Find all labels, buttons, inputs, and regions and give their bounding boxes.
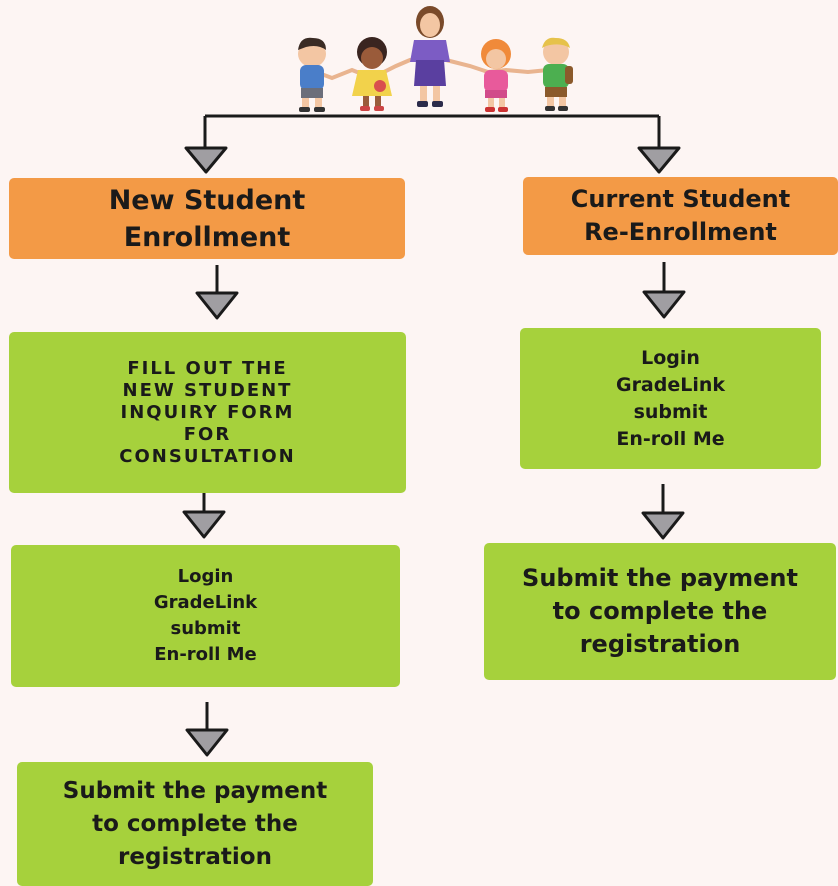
teacher-with-children-icon <box>298 6 573 112</box>
step-line: INQUIRY FORM <box>120 401 295 423</box>
step-line: to complete the <box>92 810 298 837</box>
child-girl-pink-icon <box>481 39 511 112</box>
arrow-to-current-student-icon <box>637 146 681 174</box>
arrow-to-login-right-icon <box>642 290 686 319</box>
inquiry-form-step: FILL OUT THE NEW STUDENT INQUIRY FORM FO… <box>9 332 406 493</box>
arrow-to-new-student-icon <box>184 146 228 174</box>
step-line: submit <box>633 400 708 423</box>
step-line: registration <box>579 630 741 658</box>
current-student-reenrollment-header: Current Student Re-Enrollment <box>523 177 838 255</box>
header-line: New Student <box>108 184 306 216</box>
payment-step-left: Submit the payment to complete the regis… <box>17 762 373 886</box>
new-student-enrollment-header: New Student Enrollment <box>9 178 405 259</box>
step-line: registration <box>118 843 272 870</box>
step-line: GradeLink <box>615 373 726 396</box>
arrow-to-payment-left-icon <box>185 728 229 757</box>
header-line: Re-Enrollment <box>584 218 777 246</box>
child-girl-yellow-icon <box>352 37 392 111</box>
branch-lines <box>202 114 666 730</box>
arrow-to-payment-right-icon <box>641 511 685 540</box>
step-line: Login <box>177 566 234 587</box>
step-line: Login <box>641 346 700 369</box>
step-line: En-roll Me <box>154 644 257 665</box>
step-line: FILL OUT THE <box>127 357 288 379</box>
step-line: NEW STUDENT <box>122 379 293 401</box>
login-gradelink-step-left: Login GradeLink submit En-roll Me <box>11 545 400 687</box>
payment-step-right: Submit the payment to complete the regis… <box>484 543 836 680</box>
teacher-icon <box>410 6 450 107</box>
step-line: En-roll Me <box>616 427 725 450</box>
step-line: Submit the payment <box>62 777 328 804</box>
step-line: submit <box>170 618 241 639</box>
step-line: to complete the <box>552 597 768 625</box>
child-boy-green-icon <box>542 37 573 111</box>
step-line: FOR <box>183 423 232 445</box>
arrow-to-login-left-icon <box>182 510 226 539</box>
child-boy-blue-icon <box>298 37 326 112</box>
header-line: Current Student <box>570 185 791 213</box>
step-line: Submit the payment <box>522 564 798 592</box>
login-gradelink-step-right: Login GradeLink submit En-roll Me <box>520 328 821 469</box>
step-line: GradeLink <box>153 592 258 613</box>
step-line: CONSULTATION <box>119 445 296 467</box>
header-line: Enrollment <box>123 221 291 253</box>
arrow-to-inquiry-form-icon <box>195 291 239 320</box>
